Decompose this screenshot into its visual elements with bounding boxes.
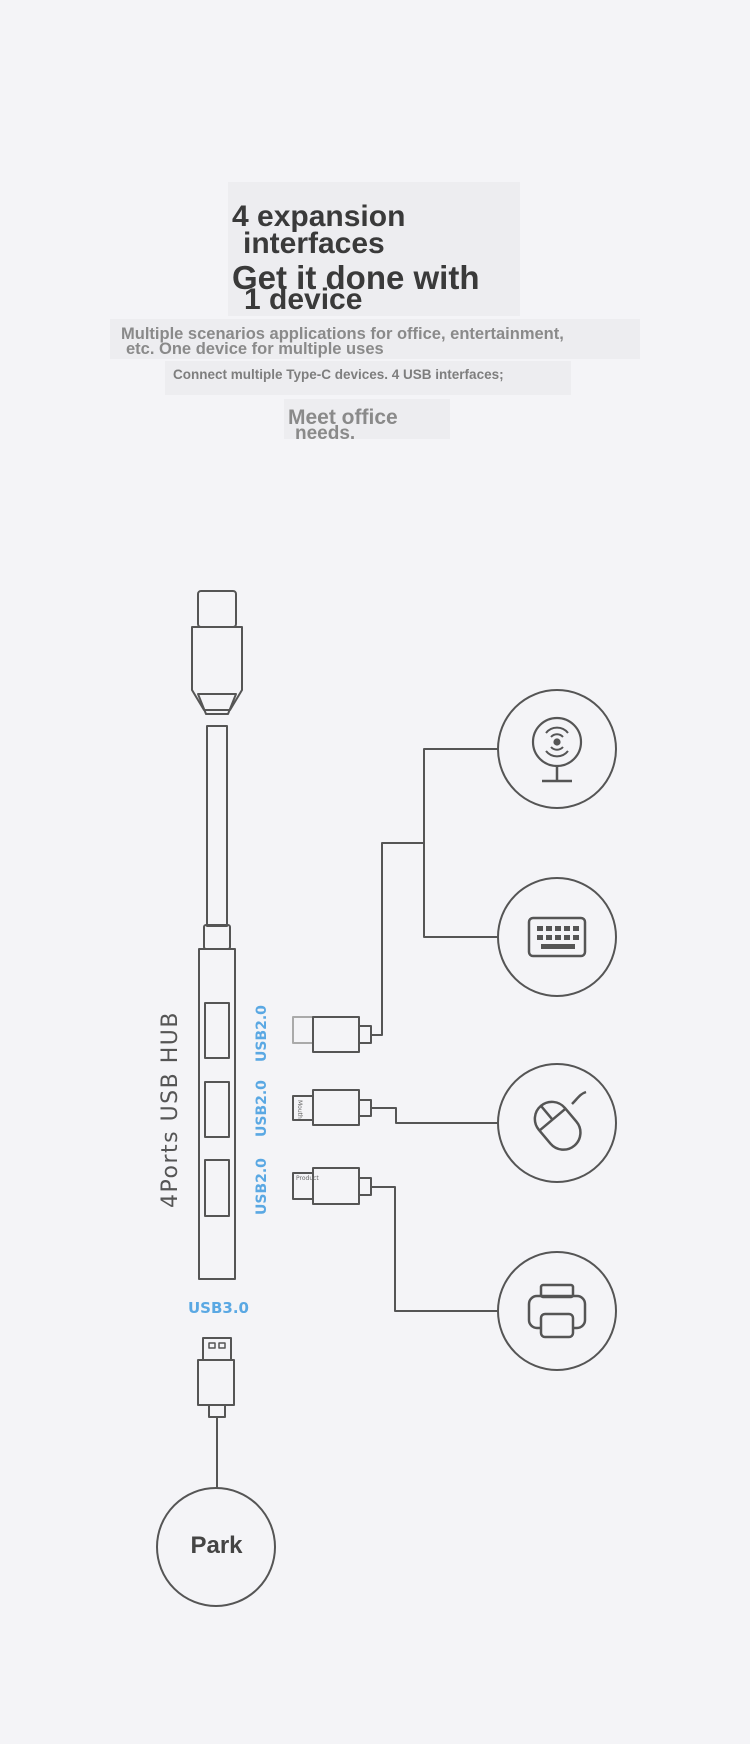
webcam-circle bbox=[497, 689, 617, 809]
port-label-1: USB2.0 bbox=[254, 1005, 270, 1062]
headline-panel bbox=[228, 182, 520, 316]
subtitle-panel-2 bbox=[165, 361, 571, 395]
usb3-label: USB3.0 bbox=[188, 1299, 249, 1317]
park-label: Park bbox=[190, 1532, 243, 1559]
plug-mark-3: Product bbox=[296, 1175, 319, 1182]
headline-line-2a: Get it done with bbox=[232, 259, 480, 296]
port-label-3: USB2.0 bbox=[254, 1158, 270, 1215]
subtitle-line-2: etc. One device for multiple uses bbox=[126, 340, 384, 358]
usb-plug-2 bbox=[292, 1089, 372, 1126]
usb-plug-3 bbox=[292, 1167, 372, 1205]
printer-icon bbox=[527, 1283, 587, 1339]
type-c-plug bbox=[191, 590, 243, 715]
port-label-2: USB2.0 bbox=[254, 1080, 270, 1137]
subtitle-line-4a: Meet office bbox=[288, 406, 398, 429]
mouse-icon bbox=[533, 1090, 587, 1151]
park-circle bbox=[156, 1487, 276, 1607]
keyboard-circle bbox=[497, 877, 617, 997]
usb3-plug bbox=[197, 1337, 235, 1418]
subtitle-line-4b: needs. bbox=[295, 423, 356, 444]
subtitle-line-1: Multiple scenarios applications for offi… bbox=[121, 325, 564, 343]
hub-body bbox=[198, 948, 236, 1280]
webcam-icon bbox=[531, 716, 583, 783]
subtitle-panel bbox=[110, 319, 640, 359]
usb-plug-1 bbox=[292, 1016, 372, 1053]
subtitle-panel-3 bbox=[284, 399, 450, 439]
keyboard-icon bbox=[527, 916, 587, 958]
mouse-circle bbox=[497, 1063, 617, 1183]
plug-mark-2: Mouth bbox=[296, 1100, 303, 1119]
subtitle-line-3: Connect multiple Type-C devices. 4 USB i… bbox=[173, 367, 504, 382]
hub-cable bbox=[203, 725, 231, 950]
hub-name-label: 4Ports USB HUB bbox=[158, 1011, 183, 1208]
headline-line-2b: 1 device bbox=[244, 283, 363, 316]
wiring bbox=[216, 748, 498, 1488]
headline-line-1b: interfaces bbox=[243, 227, 385, 260]
headline-line-1a: 4 expansion bbox=[232, 200, 406, 233]
printer-circle bbox=[497, 1251, 617, 1371]
